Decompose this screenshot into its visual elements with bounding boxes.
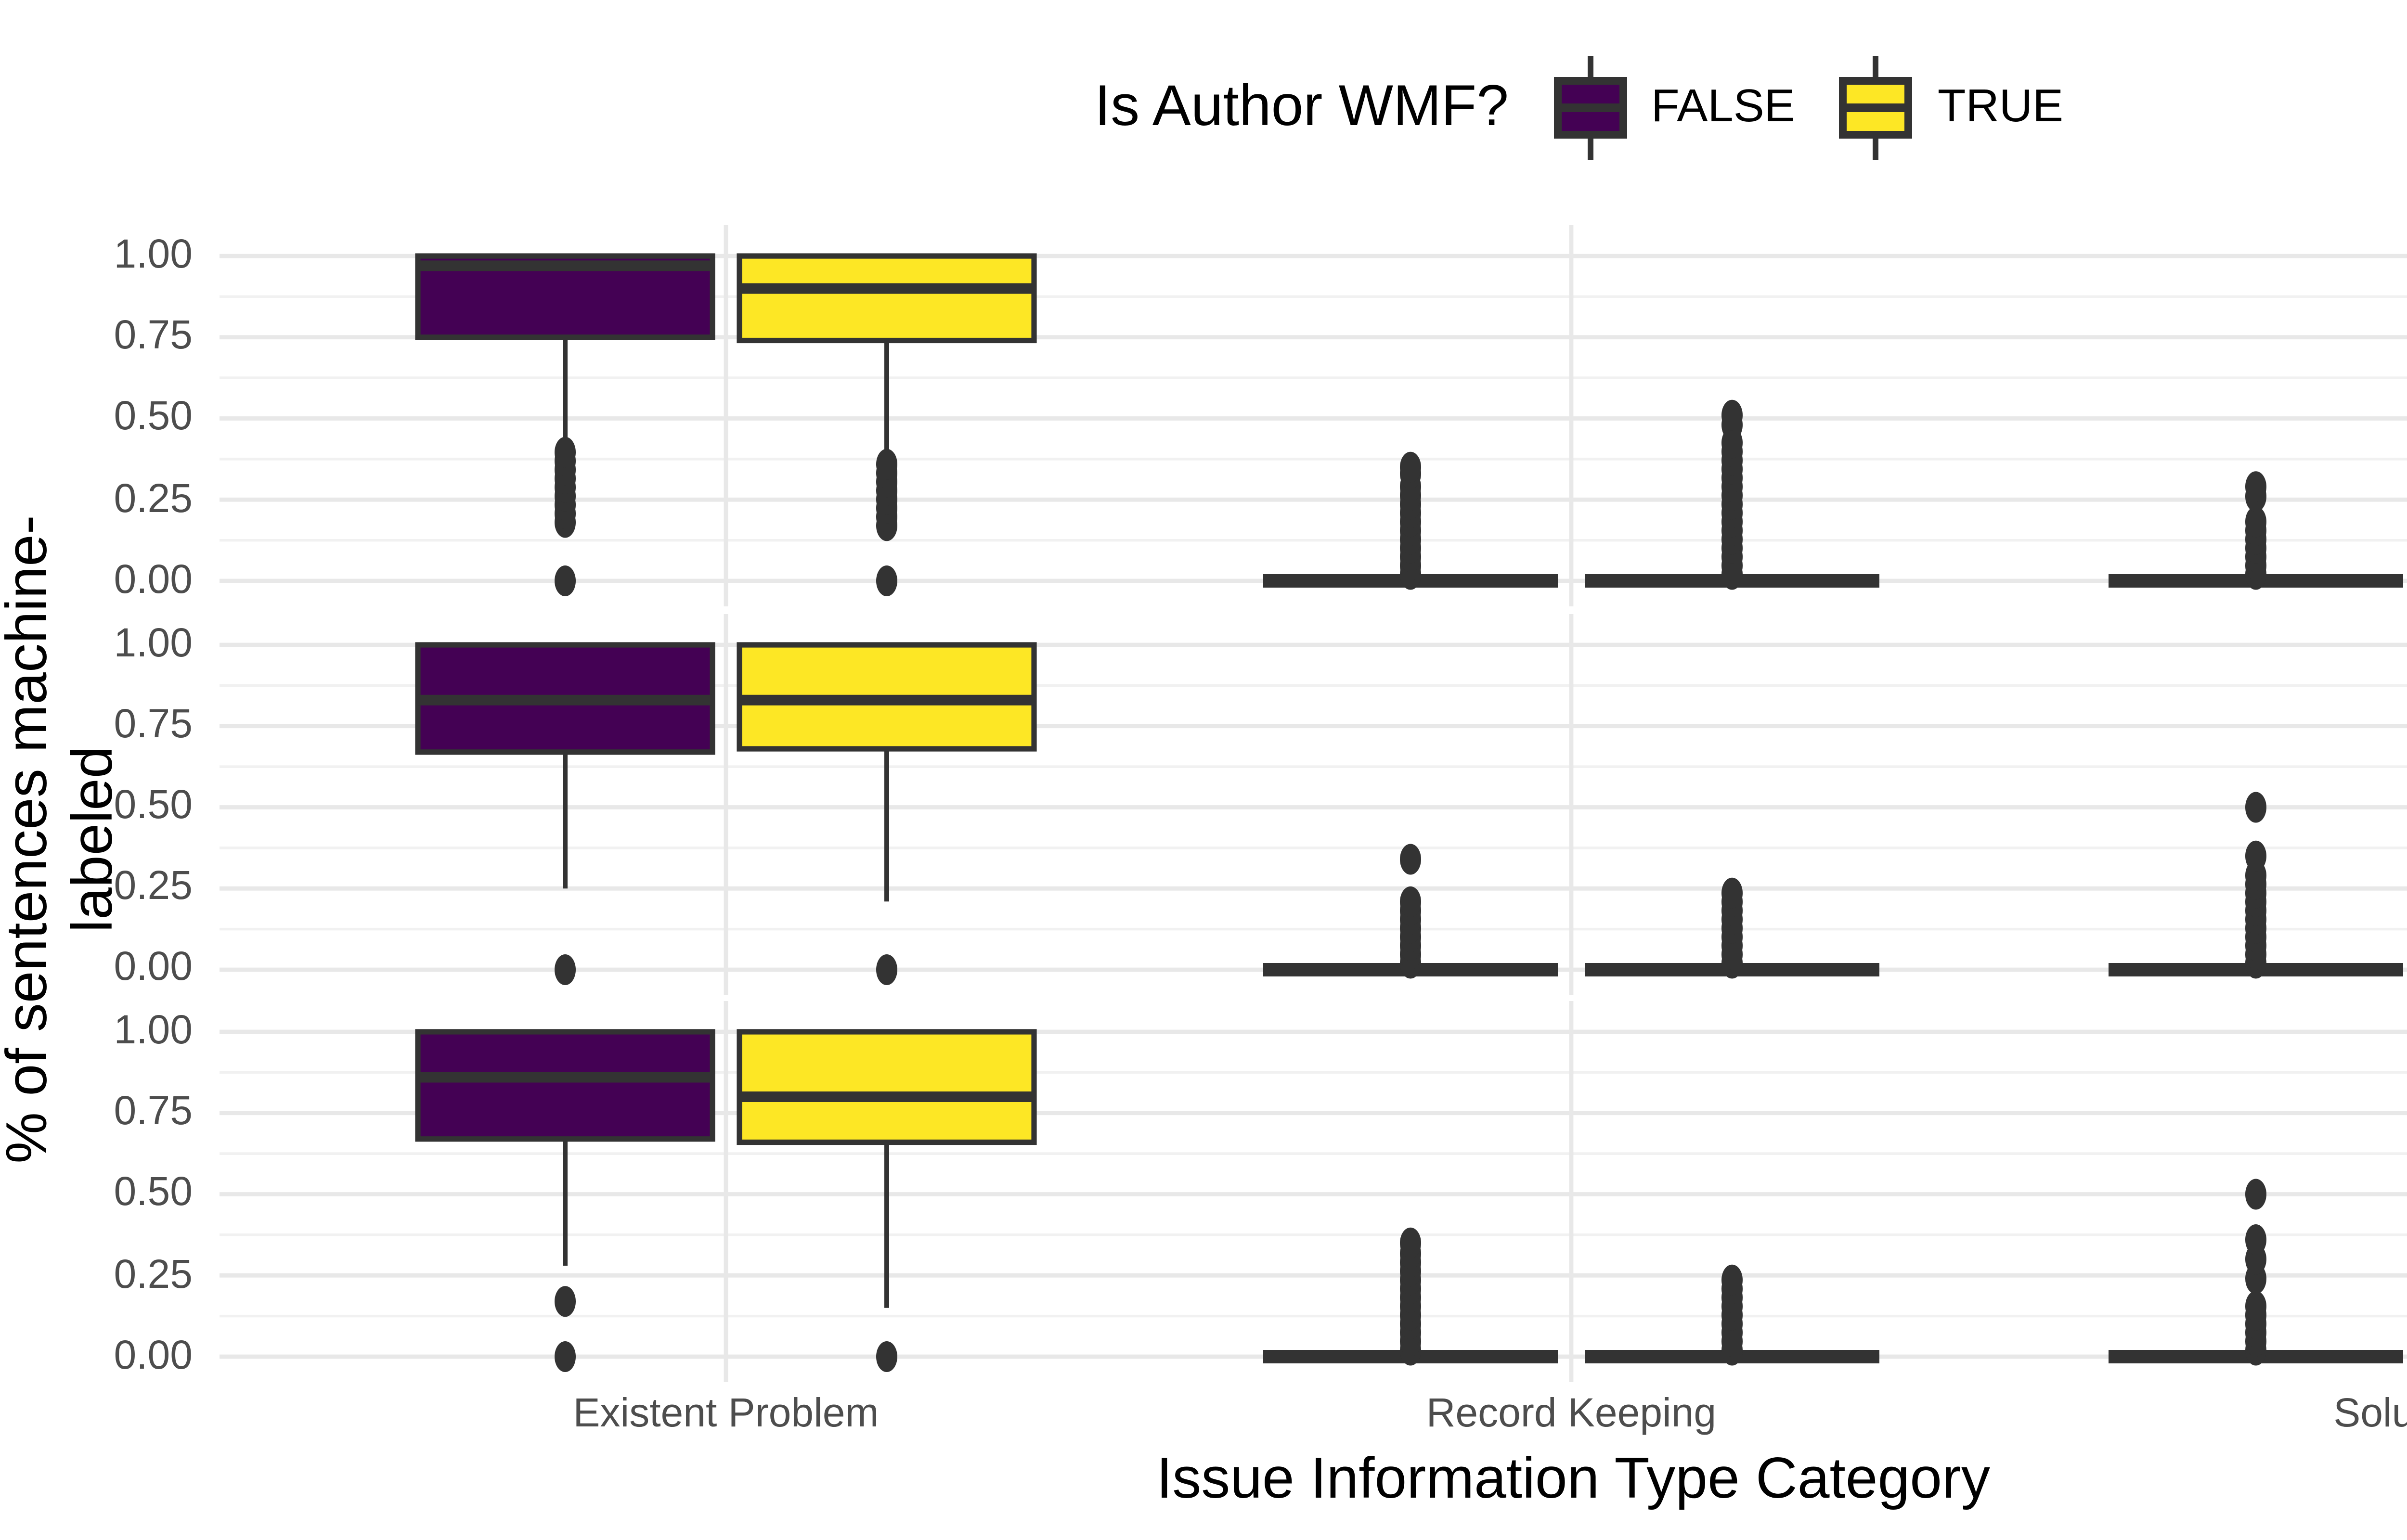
legend-item-true: TRUE [1838,52,2063,164]
legend-item-false: FALSE [1551,52,1795,164]
outlier-point [876,1341,897,1372]
panel-canvas [220,225,2407,606]
outlier-point [1721,1264,1743,1296]
facet-panel-visualeditor [220,225,2407,606]
legend: Is Author WMF? FALSE TRUE [0,54,2407,162]
y-tick-label: 0.50 [114,395,193,440]
y-tick-label: 1.00 [114,621,193,665]
outlier-point [876,953,897,984]
y-tick-label: 1.00 [114,233,193,277]
outlier-point [2245,506,2266,538]
outlier-point [876,565,897,596]
outlier-point [2245,839,2266,871]
outlier-point [2245,1224,2266,1255]
outlier-point [1721,876,1743,908]
x-axis-title: Issue Information Type Category [1156,1448,1990,1511]
outlier-point [1400,1227,1421,1258]
x-tick-label: Existent Problem [573,1392,879,1436]
legend-label: FALSE [1651,81,1795,133]
x-tick-label: Record Keeping [1426,1392,1717,1436]
outlier-point [2245,471,2266,502]
outlier-point [555,1341,576,1372]
x-tick-label: Solutions [2333,1392,2407,1436]
boxplot-box-true [737,1029,1037,1145]
y-tick-label: 0.50 [114,1171,193,1216]
outlier-point [1400,451,1421,483]
outlier-point [876,449,897,480]
outlier-point [555,436,576,468]
y-tick-label: 0.75 [114,314,193,359]
outlier-point [2245,1179,2266,1210]
legend-title: Is Author WMF? [1094,75,1509,139]
y-tick-label: 0.50 [114,783,193,828]
y-tick-label: 0.75 [114,702,193,746]
y-tick-label: 0.00 [114,946,193,990]
panel-canvas [220,613,2407,994]
boxplot-box-false [415,1029,715,1142]
y-tick-label: 0.25 [114,1252,193,1297]
y-tick-label: 1.00 [114,1009,193,1053]
outlier-point [1400,885,1421,916]
outlier-point [1400,843,1421,874]
y-tick-label: 0.75 [114,1090,193,1134]
legend-label: TRUE [1937,81,2064,133]
boxplot-key-icon [1551,52,1628,164]
y-tick-label: 0.00 [114,1334,193,1378]
outlier-point [2245,1291,2266,1322]
facet-panel-https-login [220,613,2407,994]
outlier-point [555,1286,576,1317]
y-tick-label: 0.25 [114,476,193,521]
outlier-point [1721,399,1743,431]
outlier-point [555,953,576,984]
y-tick-label: 0.00 [114,558,193,602]
boxplot-box-true [737,253,1037,344]
outlier-point [555,565,576,596]
y-tick-label: 0.25 [114,864,193,909]
outlier-point [2245,791,2266,822]
facet-panel-http-deprecation [220,1001,2407,1382]
boxplot-key-icon [1838,52,1915,164]
panel-canvas [220,1001,2407,1382]
